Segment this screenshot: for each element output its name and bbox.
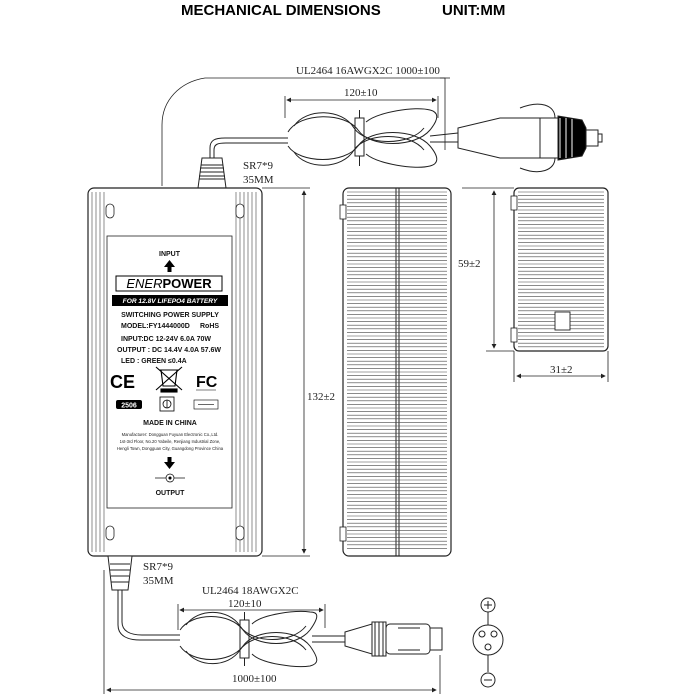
label-product: SWITCHING POWER SUPPLY — [121, 312, 219, 319]
crossed-bin-icon — [155, 366, 183, 393]
cable-tie-top — [354, 110, 365, 166]
label-output-rating: OUTPUT : DC 14.4V 4.0A 57.6W — [117, 347, 221, 354]
output-strain-relief — [107, 555, 133, 591]
height-dimension — [262, 187, 310, 557]
output-strain-relief-spec: SR7*9 — [143, 561, 173, 573]
battery-band-text: FOR 12.8V LIFEPO4 BATTERY — [123, 298, 218, 305]
output-cable-spec: UL2464 18AWGX2C — [202, 585, 299, 597]
input-cable-spec: UL2464 16AWGX2C 1000±100 — [296, 65, 440, 77]
xlr-connector — [344, 621, 443, 657]
label-rohs: RoHS — [200, 323, 219, 330]
label-led: LED : GREEN ≤0.4A — [121, 358, 187, 365]
code-badge — [116, 400, 142, 409]
fcc-mark-icon: FC — [196, 374, 218, 391]
arrow-up-icon — [164, 260, 175, 272]
product-label: INPUT ENERPOWER FOR 12.8V LIFEPO4 BATTER… — [106, 235, 233, 509]
xlr-connector-pinout-icon — [472, 597, 504, 688]
arrow-down-icon — [164, 457, 175, 469]
double-insulation-icon — [159, 396, 175, 412]
cable-tie-bottom — [239, 612, 250, 666]
unit-label: UNIT:MM — [442, 2, 506, 19]
label-input: INPUT — [159, 251, 181, 258]
ce-mark-icon: CE — [110, 372, 135, 392]
input-coil-length: 120±10 — [344, 87, 378, 99]
output-cable-length: 1000±100 — [232, 673, 277, 685]
input-coil-length-dimension — [284, 96, 439, 118]
battery-band — [112, 295, 228, 306]
label-manufacturer-3: Hengli Town, Dongguan City, Guangdong Pr… — [117, 446, 224, 451]
polarity-icon — [155, 473, 185, 483]
thickness-dimension — [513, 351, 609, 382]
input-strain-relief-spec: SR7*9 — [243, 160, 273, 172]
label-manufacturer-2: 1st-3rd Floor, No.20 Yabeile, Renjiang I… — [120, 439, 221, 444]
input-strain-relief — [197, 157, 227, 189]
thickness-value: 31±2 — [550, 364, 573, 376]
label-model: MODEL:FY1444000D — [121, 323, 190, 330]
label-manufacturer-1: Manufacturer: Dongguan Fuyuan Electronic… — [122, 432, 219, 437]
input-strain-relief-length: 35MM — [243, 174, 274, 186]
psu-body-end — [510, 187, 609, 352]
input-cable — [209, 108, 459, 168]
label-made-in: MADE IN CHINA — [143, 420, 197, 427]
height-value: 132±2 — [307, 391, 335, 403]
depth-dimension — [462, 187, 514, 352]
output-coil-length-dimension — [177, 604, 326, 630]
efficiency-mark-icon — [193, 399, 219, 410]
input-cable-length-dimension — [161, 77, 450, 186]
label-output: OUTPUT — [156, 490, 186, 497]
output-strain-relief-length: 35MM — [143, 575, 174, 587]
output-cable-length-dimension — [103, 570, 441, 694]
brand-logo: ENERPOWER — [126, 276, 212, 291]
car-plug — [457, 103, 603, 173]
label-input-rating: INPUT:DC 12-24V 6.0A 70W — [121, 336, 211, 343]
depth-value: 59±2 — [458, 258, 481, 270]
psu-body-side — [339, 187, 452, 557]
page-title: MECHANICAL DIMENSIONS — [181, 2, 381, 19]
output-coil-length: 120±10 — [228, 598, 262, 610]
code-badge-text: 2506 — [121, 403, 137, 410]
